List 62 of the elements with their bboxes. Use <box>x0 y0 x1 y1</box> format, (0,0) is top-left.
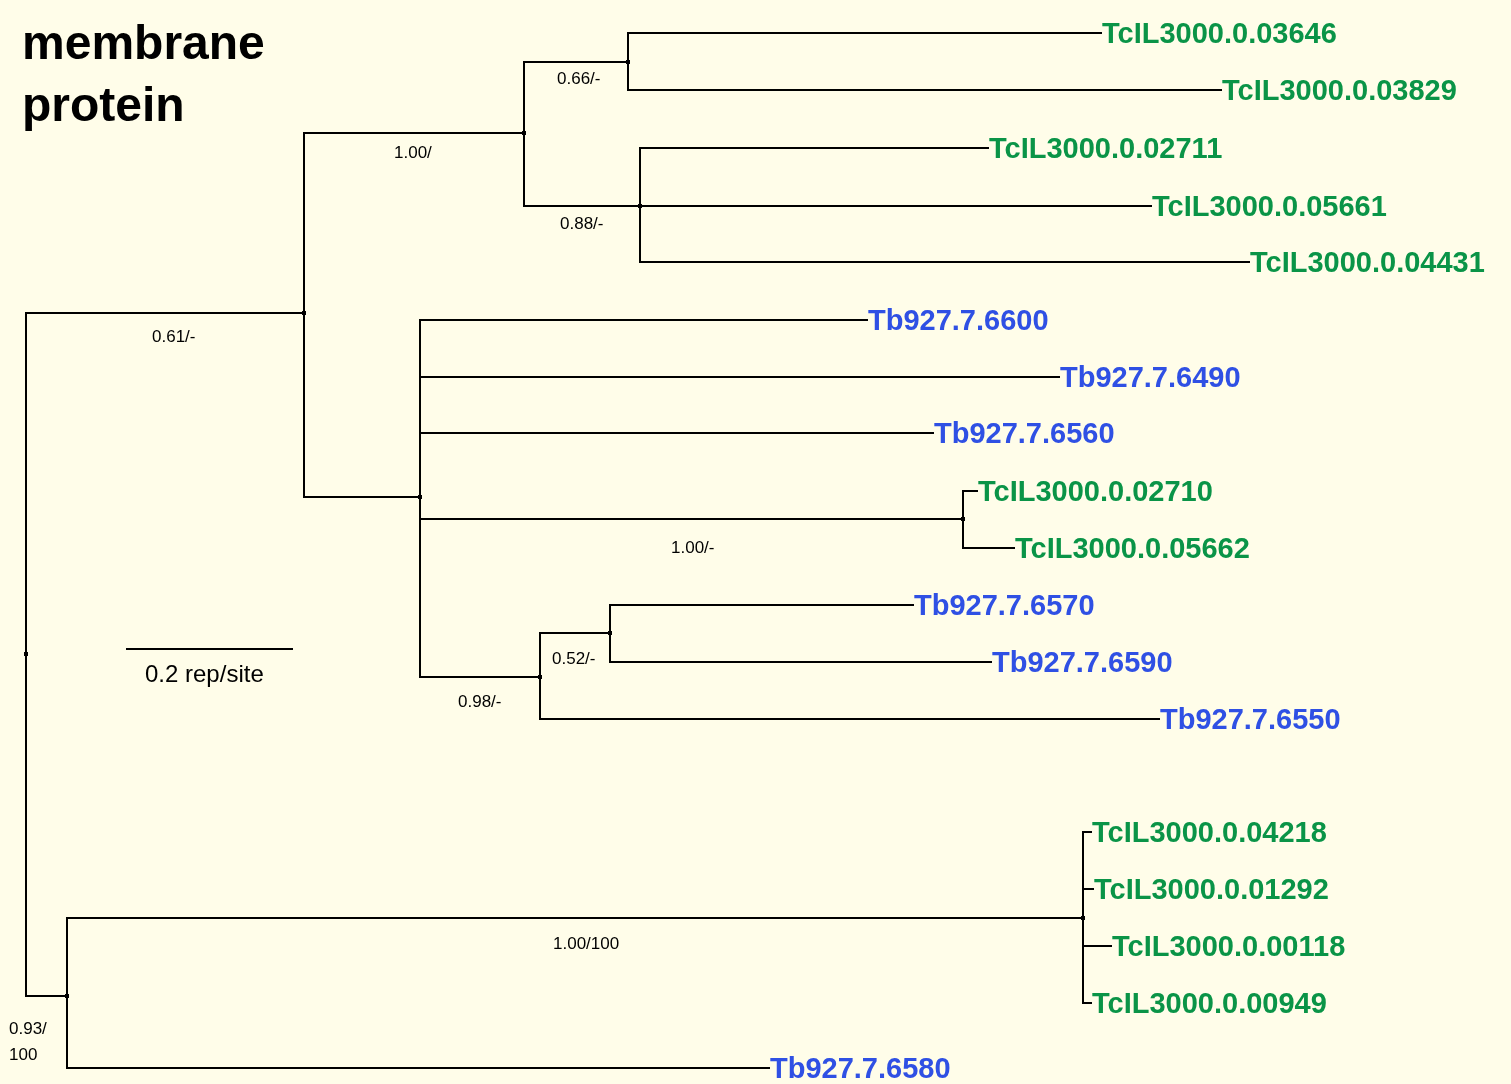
tree-branch <box>609 632 993 663</box>
tree-branch <box>639 147 990 207</box>
tree-branch <box>627 61 1223 91</box>
tree-branch <box>303 312 421 498</box>
taxon-label: TcIL3000.0.05662 <box>1015 533 1250 563</box>
taxon-label: TcIL3000.0.00949 <box>1092 988 1327 1018</box>
support-value: 1.00/- <box>671 537 715 559</box>
taxon-label: TcIL3000.0.04218 <box>1092 817 1327 847</box>
tree-branch <box>523 61 629 134</box>
tree-branch <box>609 604 915 634</box>
branch-point <box>626 60 630 64</box>
branch-point <box>302 311 306 315</box>
support-value: 1.00/100 <box>553 933 620 955</box>
tree-branch <box>66 995 771 1069</box>
support-value: 0.88/- <box>560 213 604 235</box>
branch-point <box>538 675 542 679</box>
taxon-label: TcIL3000.0.03829 <box>1222 75 1457 105</box>
branch-point <box>608 631 612 635</box>
tree-branch <box>627 32 1103 63</box>
support-value: 0.98/- <box>458 691 502 713</box>
tree-branch <box>303 132 525 314</box>
tree-branch <box>639 205 1153 207</box>
tree-branch <box>1082 917 1093 1004</box>
taxon-label: TcIL3000.0.02710 <box>978 476 1213 506</box>
branch-point <box>961 517 965 521</box>
tree-branch <box>25 653 68 997</box>
support-value: 1.00/ <box>394 142 432 164</box>
taxon-label: Tb927.7.6550 <box>1160 704 1341 734</box>
tree-branch <box>25 312 305 655</box>
title: membrane protein <box>22 15 266 133</box>
taxon-label: TcIL3000.0.00118 <box>1112 931 1346 961</box>
taxon-label: TcIL3000.0.01292 <box>1094 874 1329 904</box>
branch-point <box>24 652 28 656</box>
taxon-label: TcIL3000.0.02711 <box>989 133 1223 163</box>
taxon-label: TcIL3000.0.04431 <box>1250 247 1485 277</box>
branch-point <box>65 994 69 998</box>
branch-point <box>1081 916 1085 920</box>
tree-branch <box>66 917 1084 997</box>
support-value: 0.52/- <box>552 648 596 670</box>
tree-branch <box>962 518 1016 549</box>
taxon-label: TcIL3000.0.03646 <box>1102 18 1337 48</box>
tree-branch <box>539 676 1161 720</box>
taxon-label: Tb927.7.6580 <box>770 1053 951 1083</box>
support-value: 0.93/ 100 <box>9 1018 48 1066</box>
support-value: 0.66/- <box>557 68 601 90</box>
branch-point <box>638 204 642 208</box>
support-value: 0.61/- <box>152 326 196 348</box>
branch-point <box>418 495 422 499</box>
taxon-label: Tb927.7.6600 <box>868 305 1049 335</box>
tree-branch <box>962 490 979 520</box>
scale-label: 0.2 rep/site <box>145 659 264 689</box>
taxon-label: TcIL3000.0.05661 <box>1152 191 1387 221</box>
tree-branch <box>419 496 541 678</box>
branch-point <box>522 131 526 135</box>
taxon-label: Tb927.7.6590 <box>992 647 1173 677</box>
tree-branch <box>523 132 641 207</box>
tree-branch <box>639 205 1251 263</box>
tree-branch <box>1082 888 1095 919</box>
taxon-label: Tb927.7.6490 <box>1060 362 1241 392</box>
tree-branch <box>539 632 611 678</box>
taxon-label: Tb927.7.6560 <box>934 418 1115 448</box>
taxon-label: Tb927.7.6570 <box>914 590 1095 620</box>
